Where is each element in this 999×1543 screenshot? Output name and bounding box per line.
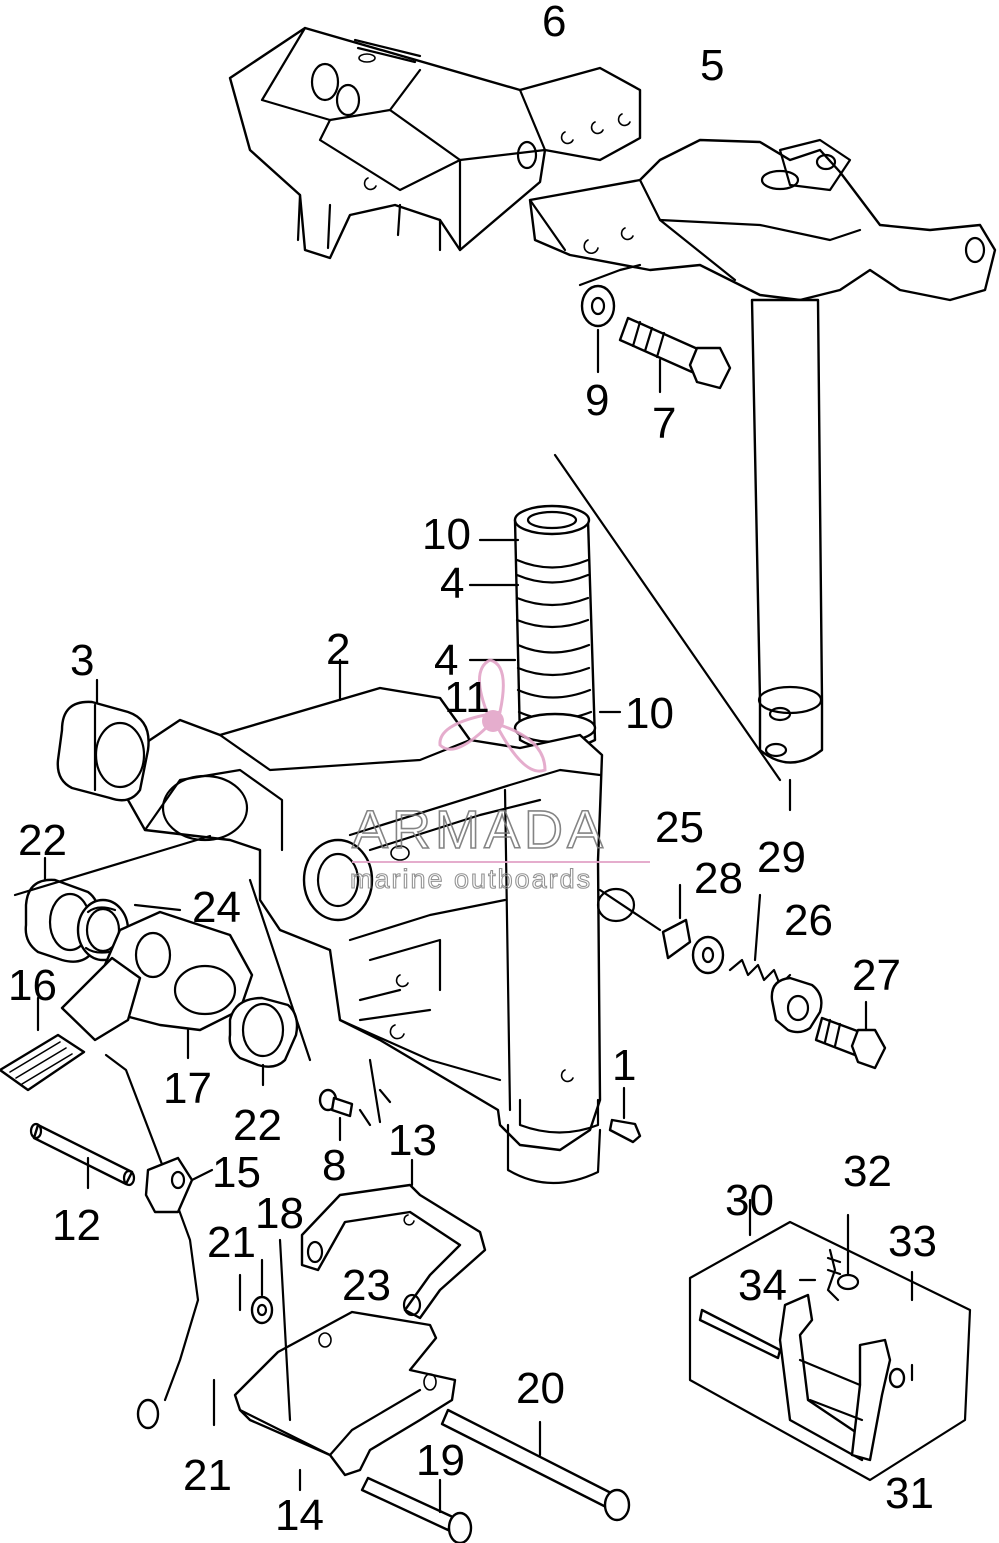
callout-7: 7	[652, 399, 676, 448]
callout-27: 27	[852, 951, 901, 1000]
part-3-bushing	[56, 678, 150, 802]
part-16-ratchet-plate	[0, 956, 142, 1092]
callout-21-upper: 21	[207, 1218, 256, 1267]
callout-21-lower: 21	[183, 1451, 232, 1500]
part-10-4-bushing-stack	[468, 453, 782, 782]
callout-10-upper: 10	[422, 510, 471, 559]
callout-22-lower: 22	[233, 1101, 282, 1150]
part-28-washer	[691, 935, 725, 975]
callout-23: 23	[342, 1261, 391, 1310]
callout-14: 14	[275, 1491, 324, 1540]
callout-10-lower: 10	[625, 689, 674, 738]
callout-25: 25	[655, 803, 704, 852]
watermark: ARMADA marine outboards	[349, 658, 650, 895]
part-29-spring	[728, 893, 792, 987]
callout-13: 13	[388, 1116, 437, 1165]
callout-19: 19	[416, 1436, 465, 1485]
callout-3: 3	[70, 636, 94, 685]
watermark-brand: ARMADA	[352, 800, 607, 860]
part-1-screw	[608, 1086, 642, 1144]
callout-2: 2	[326, 625, 350, 674]
callout-4-upper: 4	[440, 559, 464, 608]
callout-29: 29	[757, 833, 806, 882]
callout-31: 31	[885, 1469, 934, 1518]
callout-15: 15	[212, 1148, 261, 1197]
callout-8: 8	[322, 1141, 346, 1190]
callout-20: 20	[516, 1364, 565, 1413]
callout-9: 9	[585, 376, 609, 425]
part-25-plate	[661, 883, 692, 960]
callout-5: 5	[700, 41, 724, 90]
part-14-tilt-plate	[233, 1238, 457, 1492]
callout-6: 6	[542, 0, 566, 46]
callout-24: 24	[192, 883, 241, 932]
part-27-bolt	[814, 1000, 887, 1070]
part-9-washer	[580, 284, 616, 374]
part-8-screw	[318, 1088, 354, 1142]
watermark-propeller-icon	[438, 658, 547, 773]
part-6-upper-bracket	[228, 26, 642, 260]
callout-17: 17	[163, 1064, 212, 1113]
part-2-swivel-housing	[118, 658, 662, 1185]
callout-18: 18	[255, 1189, 304, 1238]
callout-34: 34	[738, 1261, 787, 1310]
part-15-tilt-lever	[104, 1053, 214, 1430]
callout-labels: 6 5 9 7 10 4 4 11 10 2 3 22 24 16 17 22 …	[8, 0, 937, 1540]
callout-30: 30	[725, 1176, 774, 1225]
part-5-swivel-shaft	[528, 138, 997, 812]
part-20-pin	[440, 1408, 631, 1522]
part-30-assembly-box	[688, 1198, 972, 1482]
callout-33: 33	[888, 1217, 937, 1266]
part-18-washer	[250, 1258, 274, 1325]
callout-1: 1	[612, 1041, 636, 1090]
callout-11: 11	[444, 673, 490, 722]
part-26-bushing	[770, 976, 823, 1034]
part-13-tilt-bracket	[300, 1158, 487, 1320]
part-7-bolt	[618, 316, 732, 394]
callout-12: 12	[52, 1201, 101, 1250]
callout-4-lower: 4	[434, 636, 458, 685]
callout-16: 16	[8, 961, 57, 1010]
callout-26: 26	[784, 896, 833, 945]
callout-32: 32	[843, 1147, 892, 1196]
callout-28: 28	[694, 854, 743, 903]
part-21-cotter-pin	[212, 1273, 242, 1427]
part-19-pin	[360, 1476, 473, 1543]
watermark-tagline: marine outboards	[350, 864, 592, 894]
part-12-pin	[29, 1122, 136, 1190]
part-22-lower-bushing	[228, 878, 312, 1087]
callout-22-upper: 22	[18, 816, 67, 865]
